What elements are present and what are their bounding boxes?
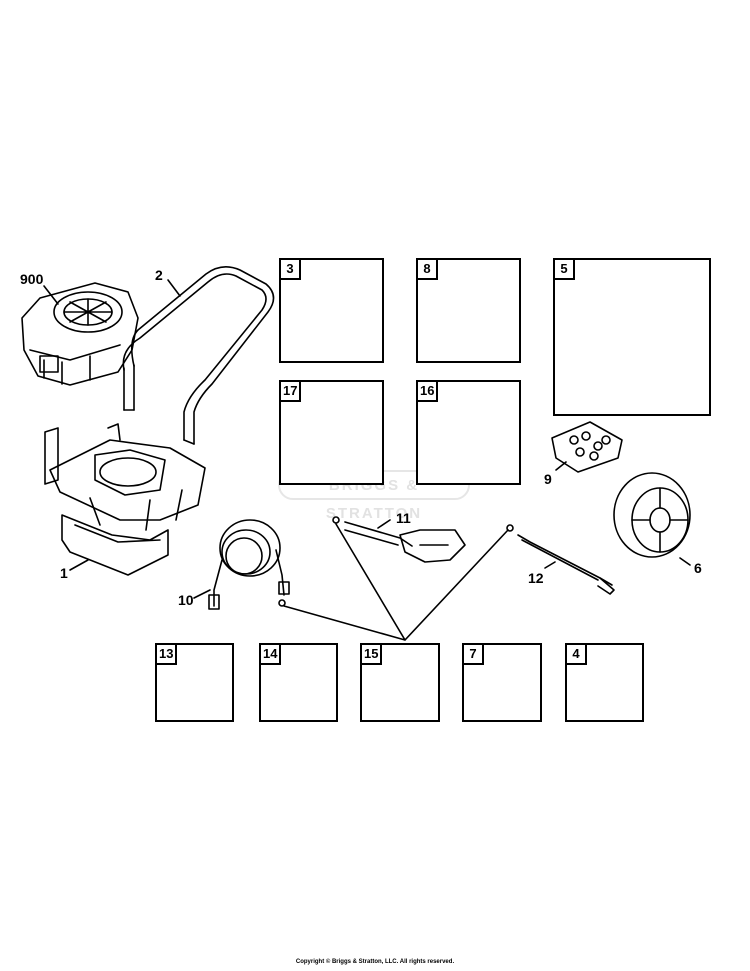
box-label-14: 14	[259, 643, 282, 665]
handle-drawing	[122, 266, 275, 445]
kit-box-14: 14	[259, 643, 338, 722]
kit-box-15: 15	[360, 643, 440, 722]
callout-1: 1	[60, 565, 68, 581]
spray-gun-drawing	[332, 516, 466, 563]
callout-12: 12	[528, 570, 544, 586]
engine-drawing	[21, 282, 139, 386]
kit-box-4: 4	[565, 643, 644, 722]
kit-box-5: 5	[553, 258, 711, 416]
callout-10: 10	[178, 592, 194, 608]
box-label-16: 16	[416, 380, 439, 402]
box-label-3: 3	[279, 258, 301, 280]
callout-900: 900	[20, 271, 44, 287]
copyright-notice: Copyright © Briggs & Stratton, LLC. All …	[295, 959, 455, 965]
kit-box-17: 17	[279, 380, 384, 485]
box-label-8: 8	[416, 258, 438, 280]
box-label-13: 13	[155, 643, 178, 665]
kit-box-13: 13	[155, 643, 234, 722]
callout-2: 2	[155, 267, 163, 283]
kit-box-7: 7	[462, 643, 542, 722]
box-label-4: 4	[565, 643, 587, 665]
hose-drawing	[208, 519, 290, 610]
box-label-17: 17	[279, 380, 302, 402]
kit-box-16: 16	[416, 380, 521, 485]
kit-box-8: 8	[416, 258, 521, 363]
kit-box-3: 3	[279, 258, 384, 363]
frame-drawing	[44, 423, 206, 576]
box-label-5: 5	[553, 258, 575, 280]
callout-6: 6	[694, 560, 702, 576]
callout-11: 11	[396, 510, 411, 526]
nozzles-drawing	[551, 421, 623, 473]
box-label-15: 15	[360, 643, 383, 665]
lance-drawing	[506, 524, 615, 595]
callout-9: 9	[544, 471, 552, 487]
wheel-drawing	[613, 472, 691, 558]
box-label-7: 7	[462, 643, 484, 665]
